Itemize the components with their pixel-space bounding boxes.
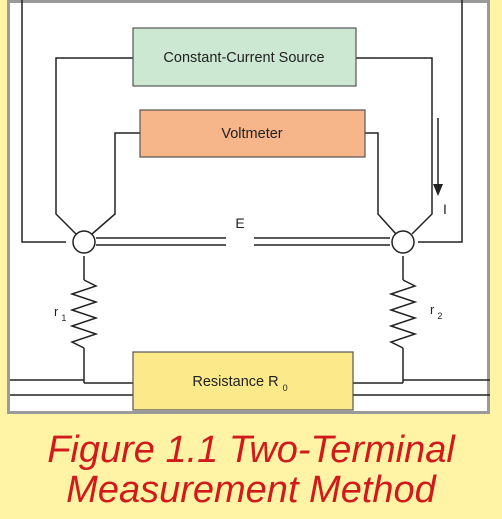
- voltmeter-left-lead: [91, 132, 140, 235]
- terminal-right: [391, 230, 415, 254]
- wiring: [10, 0, 490, 396]
- caption-line-2: Measurement Method: [66, 469, 436, 511]
- r2-symbol: r: [430, 302, 435, 317]
- figure-caption: Figure 1.1 Two-Terminal Measurement Meth…: [0, 430, 502, 510]
- r2-zigzag: [388, 279, 418, 349]
- voltmeter-right-lead: [365, 132, 397, 235]
- voltage-label: E: [235, 215, 244, 231]
- resistance-label: Resistance R 0: [192, 374, 287, 393]
- r1-subscript: 1: [61, 313, 66, 323]
- resistance-subscript: 0: [283, 383, 288, 393]
- current-source-box: [132, 27, 357, 87]
- voltmeter-label: Voltmeter: [221, 126, 282, 142]
- left-outer-wire: [21, 0, 66, 243]
- r2-subscript: 2: [437, 311, 442, 321]
- r1-zigzag: [69, 279, 99, 349]
- source-right-lead: [356, 57, 433, 235]
- resistance-text: Resistance R: [192, 374, 278, 390]
- caption-line-1: Figure 1.1 Two-Terminal: [47, 429, 455, 471]
- current-source-label: Constant-Current Source: [163, 50, 324, 66]
- right-outer-wire: [418, 0, 463, 243]
- r1-symbol: r: [54, 304, 59, 319]
- current-arrow: [433, 118, 443, 196]
- source-left-lead: [55, 57, 133, 235]
- arrow-down-icon: [433, 184, 443, 196]
- voltmeter-box: [139, 109, 366, 158]
- current-label: I: [443, 201, 447, 217]
- terminal-left: [72, 230, 96, 254]
- resistance-box: [132, 351, 354, 411]
